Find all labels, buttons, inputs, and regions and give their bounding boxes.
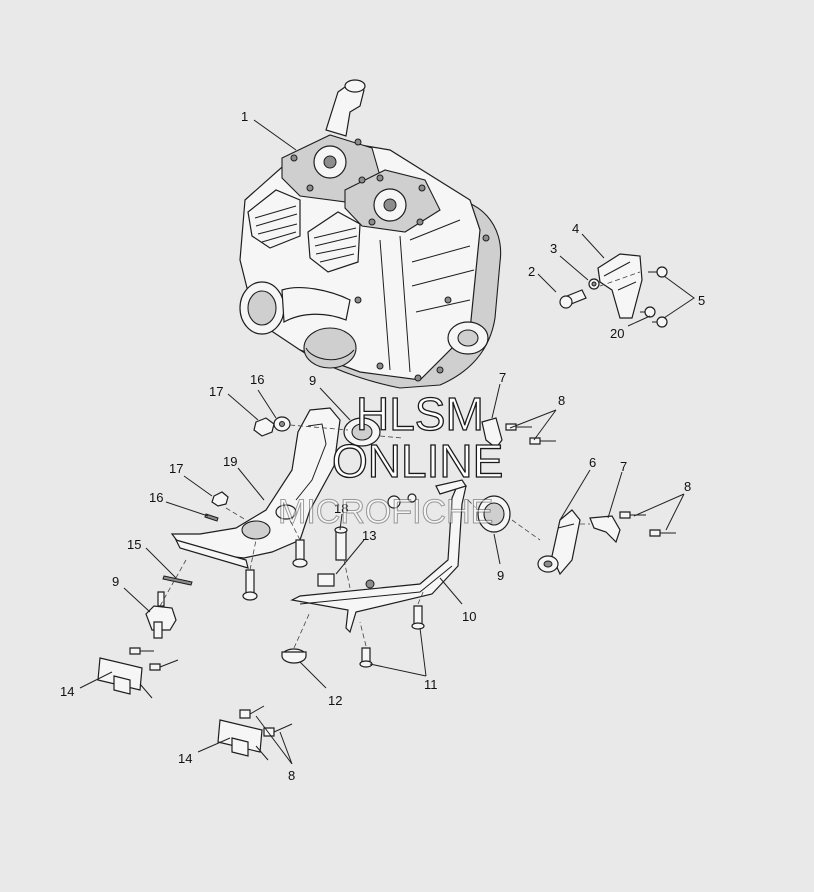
washer-16-lower [204,513,219,522]
callout-20: 20 [610,326,624,341]
callout-2: 2 [528,264,535,279]
bolts-11 [359,605,425,668]
rivets-8-lower-left [129,647,179,671]
callout-1: 1 [241,109,248,124]
isolator-9-lower [145,591,177,639]
callout-16-lower: 16 [149,490,163,505]
callout-18: 18 [334,501,348,516]
shim-15 [162,575,193,586]
callout-14-lower: 14 [178,751,192,766]
callout-3: 3 [550,241,557,256]
callout-17-upper: 17 [209,384,223,399]
leader-lines [79,119,695,765]
callout-17-lower: 17 [169,461,183,476]
callout-13: 13 [362,528,376,543]
callout-12: 12 [328,693,342,708]
nut-17-lower [211,491,229,507]
assembly-centerlines [159,271,641,649]
bracket-7-right [589,515,621,544]
nut-17-upper [253,417,275,437]
engine-mount-plate-19 [170,407,341,569]
callout-labels: 1 2 3 4 5 20 17 16 9 7 8 6 7 8 17 19 16 … [60,109,705,783]
callout-9-upper: 9 [309,373,316,388]
engine-assembly [239,79,502,389]
watermark-line-2: ONLINE [332,435,503,487]
rivets-8-upper [505,423,556,445]
isolator-9-right [477,495,511,533]
bolt-18 [334,526,348,561]
callout-5: 5 [698,293,705,308]
callout-7-upper: 7 [499,370,506,385]
callout-9-right: 9 [497,568,504,583]
isolator-9-upper [343,417,381,447]
bolts-5-and-20 [640,266,668,328]
callout-6: 6 [589,455,596,470]
washer-16-upper [273,416,291,432]
callout-8-bottom: 8 [288,768,295,783]
watermark: HLSM ONLINE MICROFICHE [278,387,504,531]
watermark-line-3: MICROFICHE [278,493,493,531]
callout-14-upper: 14 [60,684,74,699]
plate-14-upper [97,657,153,699]
callout-10: 10 [462,609,476,624]
bracket-7-upper [481,417,503,449]
callout-9-lower: 9 [112,574,119,589]
watermark-line-1: HLSM [356,388,484,440]
spacer-13 [317,573,335,587]
bushing-12 [281,648,307,664]
bolts-under-plate [242,539,308,601]
callout-8-right: 8 [684,479,691,494]
rivets-8-right [619,511,676,537]
callout-16-upper: 16 [250,372,264,387]
bolt-2 [559,289,587,309]
callout-8-upper: 8 [558,393,565,408]
callout-11: 11 [424,677,438,692]
callout-4: 4 [572,221,579,236]
plate-14-lower [217,719,269,761]
callout-15: 15 [127,537,141,552]
engine-mount-bracket-4 [597,253,643,319]
front-mount-plate-10 [290,479,467,634]
nut-center [387,493,417,509]
washer-3 [588,278,600,290]
callout-7-right: 7 [620,459,627,474]
callout-19: 19 [223,454,237,469]
torque-arm-6 [537,509,581,576]
